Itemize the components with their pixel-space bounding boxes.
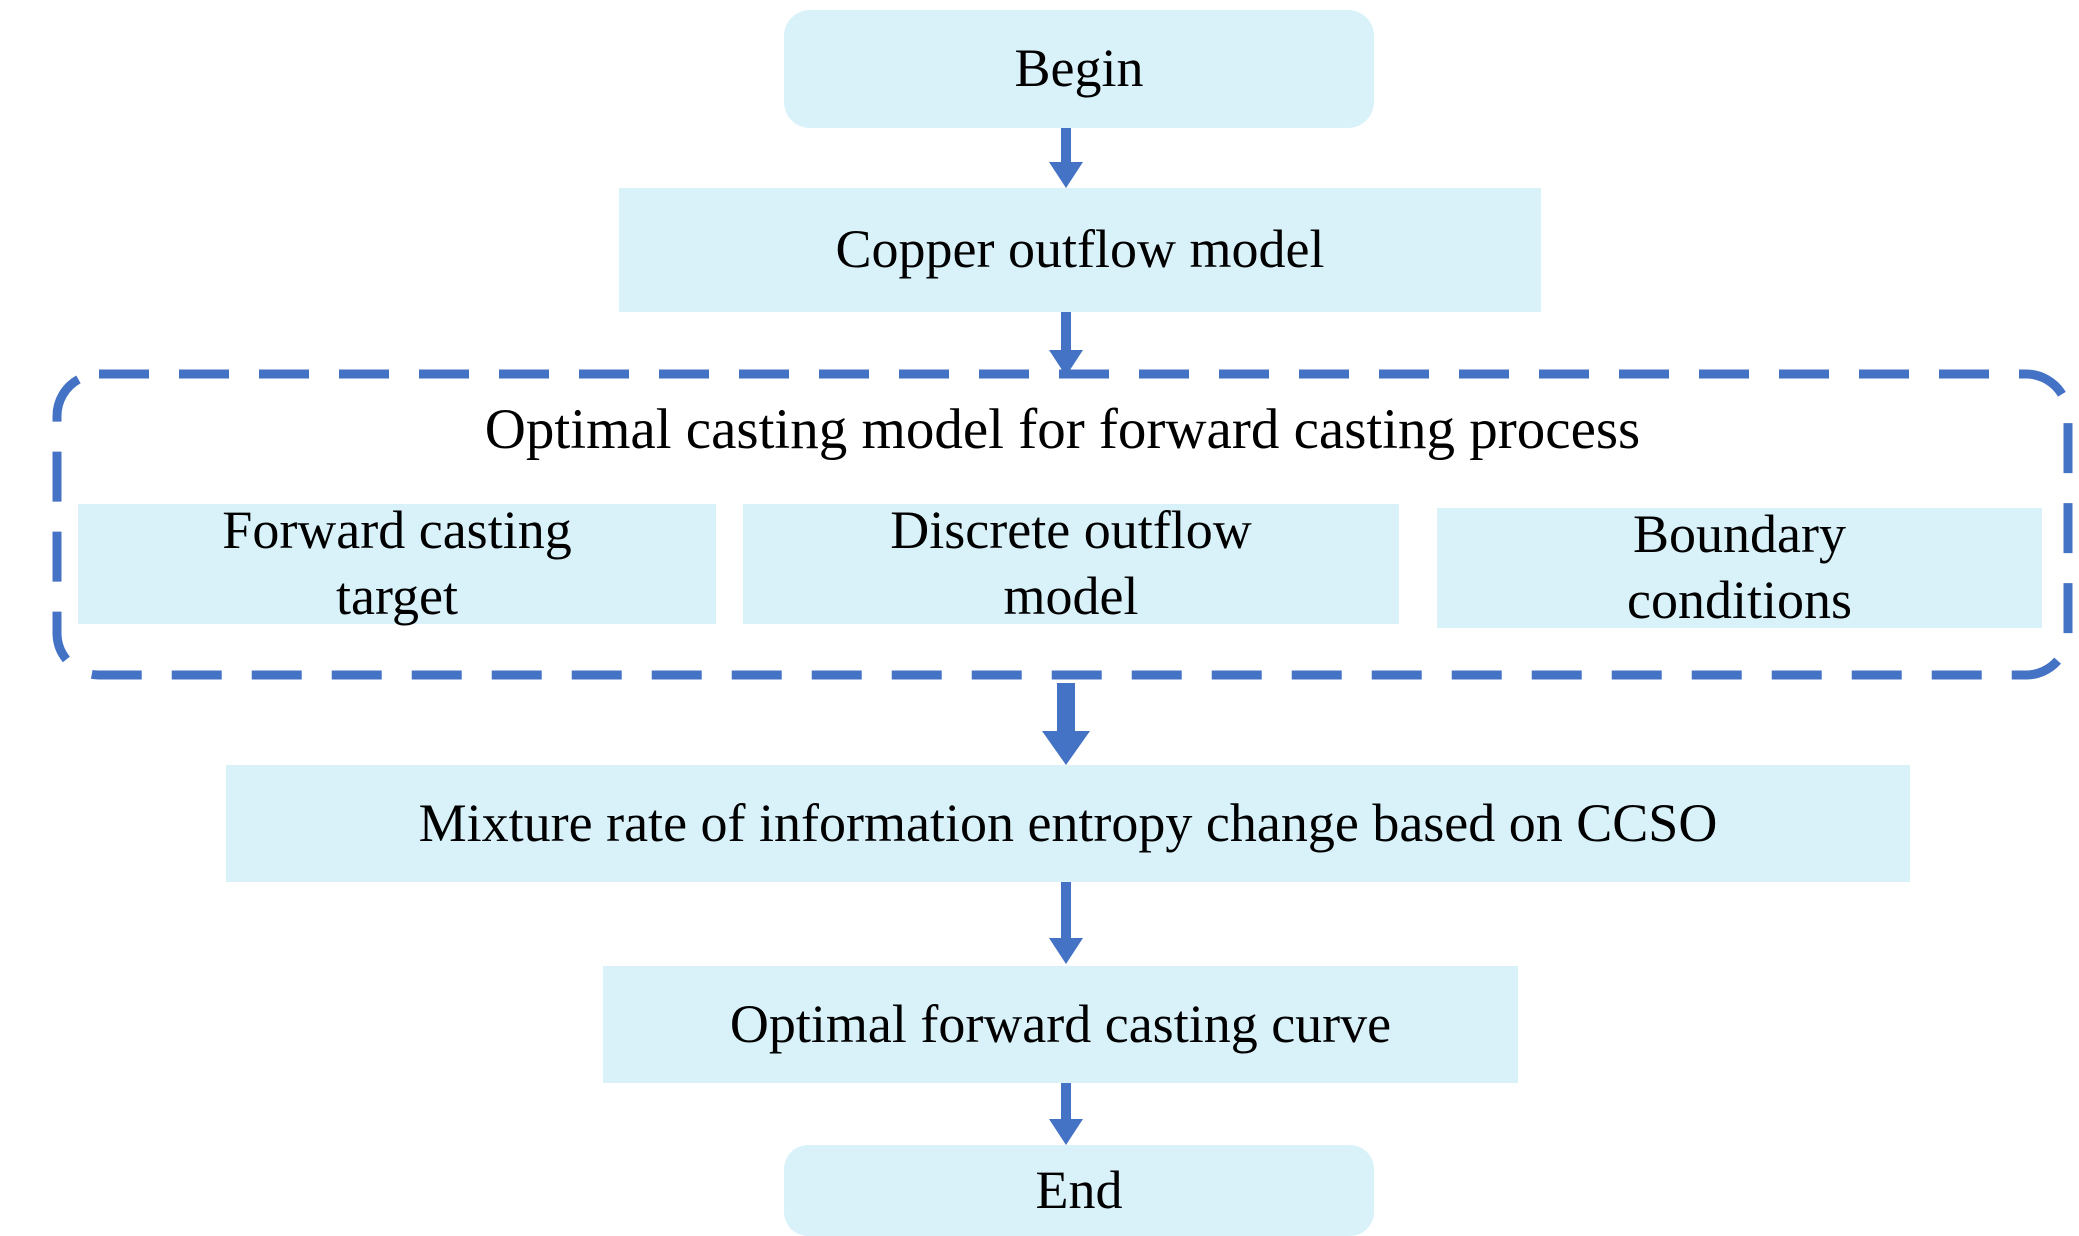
- arrow-head: [1049, 1119, 1083, 1145]
- node-copper-outflow-model-label: Copper outflow model: [835, 219, 1325, 280]
- node-begin-label: Begin: [1014, 38, 1144, 99]
- node-boundary-conditions: Boundary conditions: [1437, 504, 2042, 630]
- node-forward-casting-target: Forward casting target: [78, 500, 716, 626]
- node-boundary-conditions-line1: Boundary: [1633, 504, 1846, 565]
- node-mixture-rate-ccso-label: Mixture rate of information entropy chan…: [418, 792, 1718, 853]
- arrow-down-icon: [1042, 683, 1090, 765]
- node-boundary-conditions-line2: conditions: [1627, 570, 1852, 630]
- arrow-down-icon: [1049, 882, 1083, 964]
- node-optimal-forward-casting-curve-label: Optimal forward casting curve: [729, 993, 1392, 1054]
- node-end-label: End: [1035, 1159, 1123, 1220]
- node-discrete-outflow-model-line2: model: [1003, 566, 1139, 626]
- optimal-casting-group-title: Optimal casting model for forward castin…: [484, 398, 1641, 461]
- node-discrete-outflow-model: Discrete outflow model: [743, 500, 1399, 626]
- node-optimal-forward-casting-curve: Optimal forward casting curve: [603, 966, 1518, 1083]
- arrow-down-icon: [1049, 128, 1083, 188]
- dashed-border: [52, 369, 2073, 680]
- node-copper-outflow-model: Copper outflow model: [619, 188, 1541, 312]
- arrow-shaft: [1061, 128, 1071, 162]
- arrow-shaft: [1061, 312, 1071, 350]
- arrow-shaft: [1061, 882, 1071, 938]
- arrow-shaft: [1061, 1083, 1071, 1119]
- arrow-head: [1049, 162, 1083, 188]
- arrow-shaft: [1057, 683, 1075, 731]
- arrow-head: [1049, 938, 1083, 964]
- arrow-down-icon: [1049, 1083, 1083, 1145]
- node-mixture-rate-ccso: Mixture rate of information entropy chan…: [226, 765, 1910, 882]
- optimal-casting-group-outline: [52, 369, 2073, 680]
- node-forward-casting-target-line1: Forward casting: [222, 500, 572, 561]
- node-end: End: [784, 1145, 1374, 1236]
- node-forward-casting-target-line2: target: [336, 566, 458, 626]
- arrow-head: [1042, 731, 1090, 765]
- node-begin: Begin: [784, 10, 1374, 128]
- node-discrete-outflow-model-line1: Discrete outflow: [890, 500, 1252, 561]
